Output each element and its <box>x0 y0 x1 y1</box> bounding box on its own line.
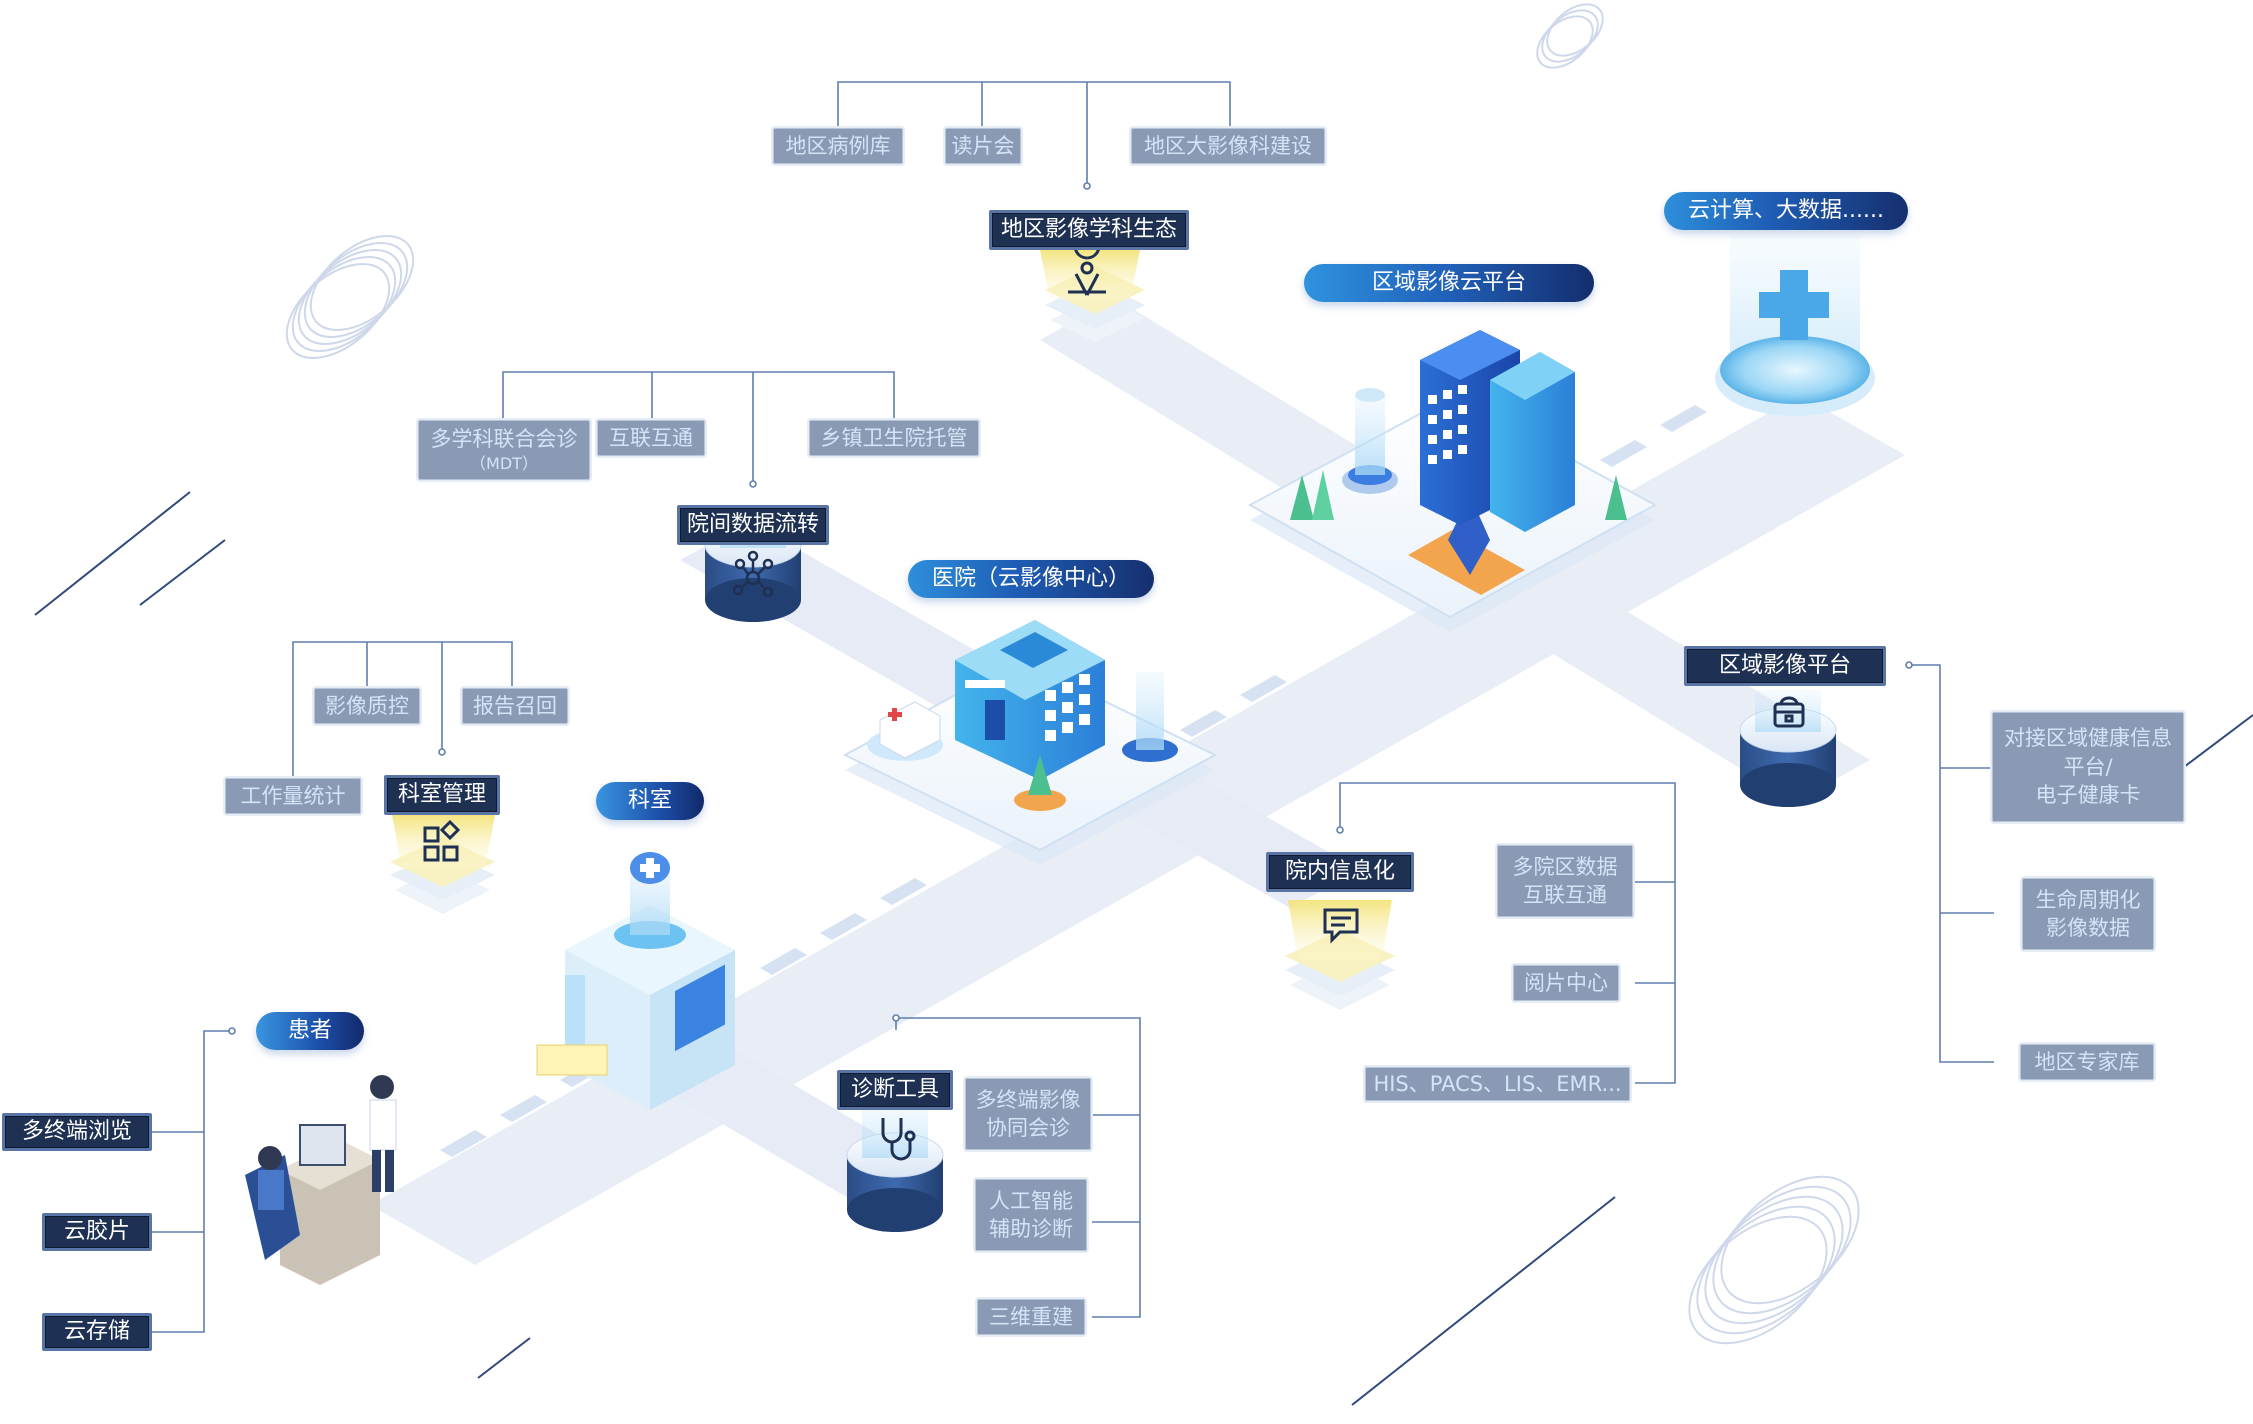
department-label: 科室 <box>596 782 704 820</box>
network-icon <box>732 550 774 598</box>
feature-3d-reconstruction: 三维重建 <box>977 1299 1085 1335</box>
feature-multi-line2: 互联互通 <box>1523 883 1607 907</box>
feature-health-info-platform: 对接区域健康信息 平台/ 电子健康卡 <box>1992 712 2184 822</box>
cloud-computing-illustration <box>1715 235 1875 416</box>
hospital-center-label: 医院（云影像中心） <box>908 560 1154 598</box>
feature-mdt-line1: 多学科联合会诊 <box>430 427 578 452</box>
feature-cloud-film: 云胶片 <box>42 1213 152 1251</box>
feature-cloud-storage: 云存储 <box>42 1313 152 1351</box>
feature-multi-campus-data: 多院区数据 互联互通 <box>1497 845 1633 917</box>
regional-platform-label: 区域影像平台 <box>1684 646 1886 686</box>
ambulance-icon <box>867 701 943 761</box>
feature-reading-center: 阅片中心 <box>1513 965 1619 1001</box>
feature-health-line2: 平台/ <box>2063 754 2113 779</box>
regional-cloud-platform-illustration <box>1247 330 1658 632</box>
feature-ai-line2: 辅助诊断 <box>989 1217 1073 1241</box>
feature-multi-terminal-browse: 多终端浏览 <box>2 1113 152 1151</box>
monitor-icon <box>1773 696 1805 728</box>
chat-bubble-icon <box>1323 908 1359 944</box>
cloud-bigdata-label: 云计算、大数据...... <box>1664 192 1908 230</box>
feature-lifecycle-line2: 影像数据 <box>2046 916 2130 940</box>
diagnosis-tools-label: 诊断工具 <box>837 1070 953 1110</box>
patient-scene-illustration <box>245 1075 397 1285</box>
feature-regional-experts: 地区专家库 <box>2020 1044 2154 1080</box>
feature-health-line1: 对接区域健康信息 <box>2004 726 2172 751</box>
feature-township-hospital: 乡镇卫生院托管 <box>809 420 979 456</box>
decor-rings <box>285 3 1860 1345</box>
feature-imaging-qc: 影像质控 <box>314 688 420 724</box>
feature-lifecycle-line1: 生命周期化 <box>2035 887 2141 912</box>
feature-multi-line1: 多院区数据 <box>1512 854 1618 879</box>
department-illustration <box>536 852 735 1110</box>
dept-mgmt-beam <box>390 815 495 914</box>
feature-ai-diagnosis: 人工智能 辅助诊断 <box>975 1179 1087 1251</box>
feature-ai-line1: 人工智能 <box>989 1188 1073 1213</box>
feature-workload-stats: 工作量统计 <box>225 778 361 814</box>
apps-grid-icon <box>423 819 461 862</box>
feature-regional-imaging-dept: 地区大影像科建设 <box>1131 128 1325 164</box>
ecology-beam <box>1040 250 1145 342</box>
feature-mdt-line2: （MDT） <box>470 454 538 474</box>
feature-lifecycle-data: 生命周期化 影像数据 <box>2022 878 2154 950</box>
regional-ecology-label: 地区影像学科生态 <box>989 210 1189 250</box>
feature-report-recall: 报告召回 <box>462 688 568 724</box>
decor-lines <box>34 491 2253 1406</box>
feature-his-pacs-systems: HIS、PACS、LIS、EMR... <box>1365 1067 1630 1101</box>
inter-hospital-label: 院间数据流转 <box>677 505 829 545</box>
hospital-platform-illustration <box>842 620 1218 865</box>
feature-interop: 互联互通 <box>597 420 705 456</box>
stethoscope-icon <box>881 1118 916 1161</box>
feature-reading-meeting: 读片会 <box>945 128 1021 164</box>
dept-management-label: 科室管理 <box>384 775 500 815</box>
connector-dots <box>228 182 1913 1035</box>
feature-collab-line2: 协同会诊 <box>986 1116 1070 1140</box>
diagnosis-drum <box>846 1100 944 1232</box>
feature-health-line3: 电子健康卡 <box>2035 783 2141 808</box>
regional-cloud-label: 区域影像云平台 <box>1304 264 1594 302</box>
feature-mdt: 多学科联合会诊 （MDT） <box>418 420 590 480</box>
feature-collab-line1: 多终端影像 <box>975 1087 1081 1112</box>
intra-hospital-beam <box>1285 900 1395 1010</box>
feature-multi-terminal-consult: 多终端影像 协同会诊 <box>965 1078 1091 1150</box>
connectors <box>152 81 1994 1333</box>
feature-regional-case-library: 地区病例库 <box>773 128 903 164</box>
patient-label: 患者 <box>256 1012 364 1050</box>
intra-hospital-label: 院内信息化 <box>1266 852 1414 892</box>
